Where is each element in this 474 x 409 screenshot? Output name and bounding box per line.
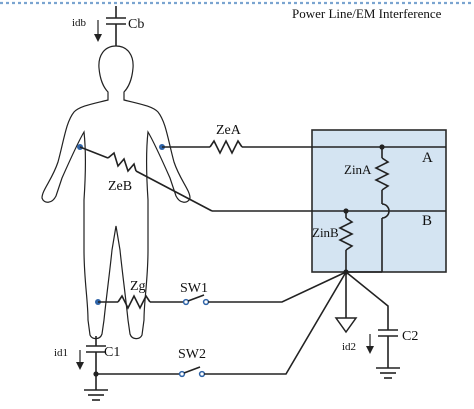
id2-arrow [366,334,374,354]
zeb-label: ZeB [108,179,132,194]
capacitor-c1 [86,345,106,353]
c2-label: C2 [402,329,418,344]
resistor-zea [209,139,243,155]
zina-label: ZinA [344,162,372,177]
c1-label: C1 [104,345,120,360]
chassis-ground-symbol [334,317,358,334]
lead-b-diagonal-2 [135,170,213,212]
crossover-hop [381,203,390,219]
id2-label: id2 [342,341,356,353]
switch-sw2 [178,366,206,378]
sw2-label: SW2 [178,347,206,362]
lead-sw1-to-node [208,271,347,303]
terminal-b-label: B [422,213,432,229]
resistor-zina [374,157,390,191]
resistor-zeb [107,151,137,173]
human-body-outline [41,45,191,340]
terminal-a-label: A [422,150,433,166]
resistor-zinb [338,217,354,251]
idb-label: idb [72,17,87,29]
id1-label: id1 [54,347,68,359]
sw1-label: SW1 [180,281,208,296]
cb-label: Cb [128,17,144,32]
diagram-title: Power Line/EM Interference [292,6,442,21]
capacitor-c2 [378,329,398,337]
id1-arrow [76,350,84,370]
switch-sw1 [182,294,210,306]
lead-b-diagonal-1 [79,146,109,159]
lead-to-c2 [345,271,389,330]
zea-label: ZeA [216,123,242,138]
resistor-zg [117,294,151,310]
zg-label: Zg [130,279,146,294]
lead-sw2-to-node [204,271,347,375]
zinb-label: ZinB [312,225,339,240]
ground-symbol-c2 [376,367,400,379]
idb-arrow [94,20,102,42]
ground-symbol-c1 [84,389,108,401]
amplifier-box [311,129,447,273]
capacitor-cb [106,6,126,46]
